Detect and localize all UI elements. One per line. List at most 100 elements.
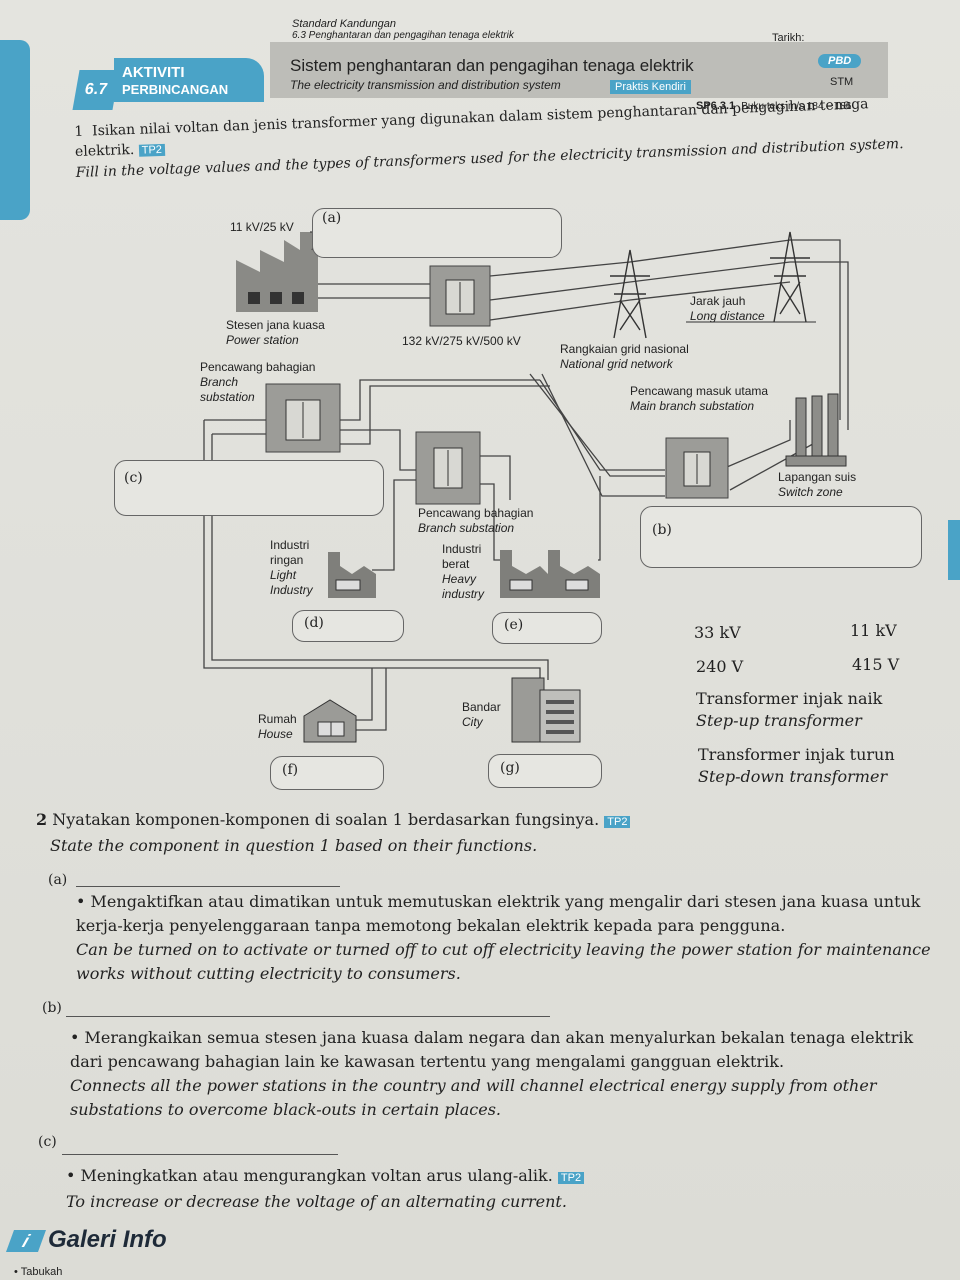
switch-en: Switch zone	[778, 485, 843, 499]
pbd-badge: PBD	[818, 54, 862, 68]
standard-header: Standard Kandungan 6.3 Penghantaran dan …	[292, 18, 514, 41]
heavy-en2: industry	[442, 587, 485, 601]
option-step-down: Transformer injak turun Step-down transf…	[698, 744, 895, 788]
side-tab-left	[0, 40, 30, 220]
answer-a-ms: Mengaktifkan atau dimatikan untuk memutu…	[76, 892, 921, 935]
house-en: House	[258, 727, 293, 741]
q2-number: 2	[36, 810, 48, 829]
heavy-ms2: berat	[442, 557, 470, 571]
box-e-letter: (e)	[504, 617, 524, 633]
house-label: Rumah House	[258, 712, 297, 742]
activity-badge: 6.7 AKTIVITI PERBINCANGAN	[70, 48, 270, 112]
answer-b-letter: (b)	[42, 1000, 62, 1016]
light-industry-label: Industri ringan Light Industry	[270, 538, 313, 598]
long-en: Long distance	[690, 309, 765, 323]
heavy-industry-icon	[500, 550, 600, 598]
answer-c-letter: (c)	[38, 1134, 57, 1150]
answer-a-line[interactable]	[76, 886, 340, 887]
answer-b-line[interactable]	[66, 1016, 550, 1017]
ref-code: SP6.3.1	[696, 100, 736, 112]
grid-ms: Rangkaian grid nasional	[560, 342, 689, 356]
box-g-letter: (g)	[500, 760, 520, 776]
main-ms: Pencawang masuk utama	[630, 384, 769, 398]
switch-ms: Lapangan suis	[778, 470, 857, 484]
power-station-en: Power station	[226, 333, 299, 347]
branch-substation-1-label: Pencawang bahagian Branch substation	[200, 360, 315, 405]
activity-line2: PERBINCANGAN	[122, 82, 229, 97]
answer-box-c[interactable]	[114, 460, 384, 516]
praktis-badge: Praktis Kendiri	[610, 80, 691, 94]
branch1-en2: substation	[200, 390, 255, 404]
power-station-label: Stesen jana kuasa Power station	[226, 318, 325, 348]
answer-a-letter: (a)	[48, 872, 68, 888]
answer-box-b[interactable]	[640, 506, 922, 568]
light-ms2: ringan	[270, 553, 304, 567]
q2-text-ms: Nyatakan komponen-komponen di soalan 1 b…	[52, 810, 600, 829]
answer-box-f[interactable]	[270, 756, 384, 790]
answer-a-text: • Mengaktifkan atau dimatikan untuk memu…	[76, 892, 931, 983]
box-f-letter: (f)	[282, 762, 299, 778]
transformer-icon	[429, 265, 491, 327]
box-d-letter: (d)	[304, 615, 324, 631]
answer-box-g[interactable]	[488, 754, 602, 788]
q2-tp-badge: TP2	[604, 816, 631, 828]
branch2-en: Branch substation	[418, 521, 515, 535]
title-malay: Sistem penghantaran dan pengagihan tenag…	[290, 56, 694, 75]
date-label: Tarikh:	[772, 32, 805, 44]
branch1-en: Branch	[200, 375, 239, 389]
box-c-letter: (c)	[124, 470, 143, 486]
answer-b-text: • Merangkaikan semua stesen jana kuasa d…	[70, 1028, 914, 1119]
answer-c-text: • Meningkatkan atau mengurangkan voltan …	[66, 1164, 946, 1214]
switch-zone-label: Lapangan suis Switch zone	[778, 470, 856, 500]
activity-label: AKTIVITI PERBINCANGAN	[114, 58, 264, 102]
kv-power-label: 11 kV/25 kV	[230, 220, 294, 234]
light-ms1: Industri	[270, 538, 310, 552]
standard-sub: 6.3 Penghantaran dan pengagihan tenaga e…	[292, 30, 514, 41]
house-icon	[303, 699, 357, 743]
branch-substation-2-label: Pencawang bahagian Branch substation	[418, 506, 533, 536]
national-grid-label: Rangkaian grid nasional National grid ne…	[560, 342, 689, 372]
box-a-letter: (a)	[322, 210, 342, 226]
answer-c-tp-badge: TP2	[557, 1172, 585, 1184]
power-station-ms: Stesen jana kuasa	[226, 318, 325, 332]
textbook-reference: SP6.3.1 Buku teks m/s 184 – 186	[696, 100, 851, 112]
switch-zone-icon	[785, 393, 847, 467]
answer-box-d[interactable]	[292, 610, 404, 642]
stm-label: STM	[830, 76, 854, 88]
step-down-en: Step-down transformer	[698, 767, 888, 786]
answer-a-en: Can be turned on to activate or turned o…	[76, 940, 931, 983]
transformer-icon	[265, 383, 341, 453]
transformer-icon	[665, 437, 729, 499]
step-down-ms: Transformer injak turun	[698, 745, 895, 764]
question-2: 2 Nyatakan komponen-komponen di soalan 1…	[36, 808, 936, 858]
grid-en: National grid network	[560, 357, 673, 371]
kv-grid-label: 132 kV/275 kV/500 kV	[402, 334, 521, 348]
heavy-ms1: Industri	[442, 542, 482, 556]
option-33kv: 33 kV	[694, 623, 741, 642]
light-en1: Light	[270, 568, 297, 582]
option-240v: 240 V	[696, 657, 744, 676]
pylon-icon	[770, 231, 810, 323]
power-station-icon	[236, 232, 318, 312]
option-11kv: 11 kV	[850, 621, 897, 640]
galeri-info-text: Galeri Info	[48, 1226, 167, 1253]
light-en2: Industry	[270, 583, 313, 597]
answer-box-e[interactable]	[492, 612, 602, 644]
city-label: Bandar City	[462, 700, 501, 730]
city-ms: Bandar	[462, 700, 501, 714]
step-up-ms: Transformer injak naik	[696, 689, 883, 708]
answer-c-line[interactable]	[62, 1154, 338, 1155]
tabukah-text: • Tabukah	[14, 1266, 63, 1278]
branch1-ms: Pencawang bahagian	[200, 360, 316, 374]
heavy-en1: Heavy	[442, 572, 477, 586]
long-ms: Jarak jauh	[690, 294, 746, 308]
answer-box-a[interactable]	[312, 208, 562, 258]
light-industry-icon	[328, 552, 376, 598]
option-415v: 415 V	[852, 655, 900, 674]
city-icon	[511, 677, 581, 743]
title-band	[270, 42, 888, 98]
transformer-icon	[415, 431, 481, 505]
ref-text: Buku teks m/s 184 – 186	[741, 101, 852, 112]
